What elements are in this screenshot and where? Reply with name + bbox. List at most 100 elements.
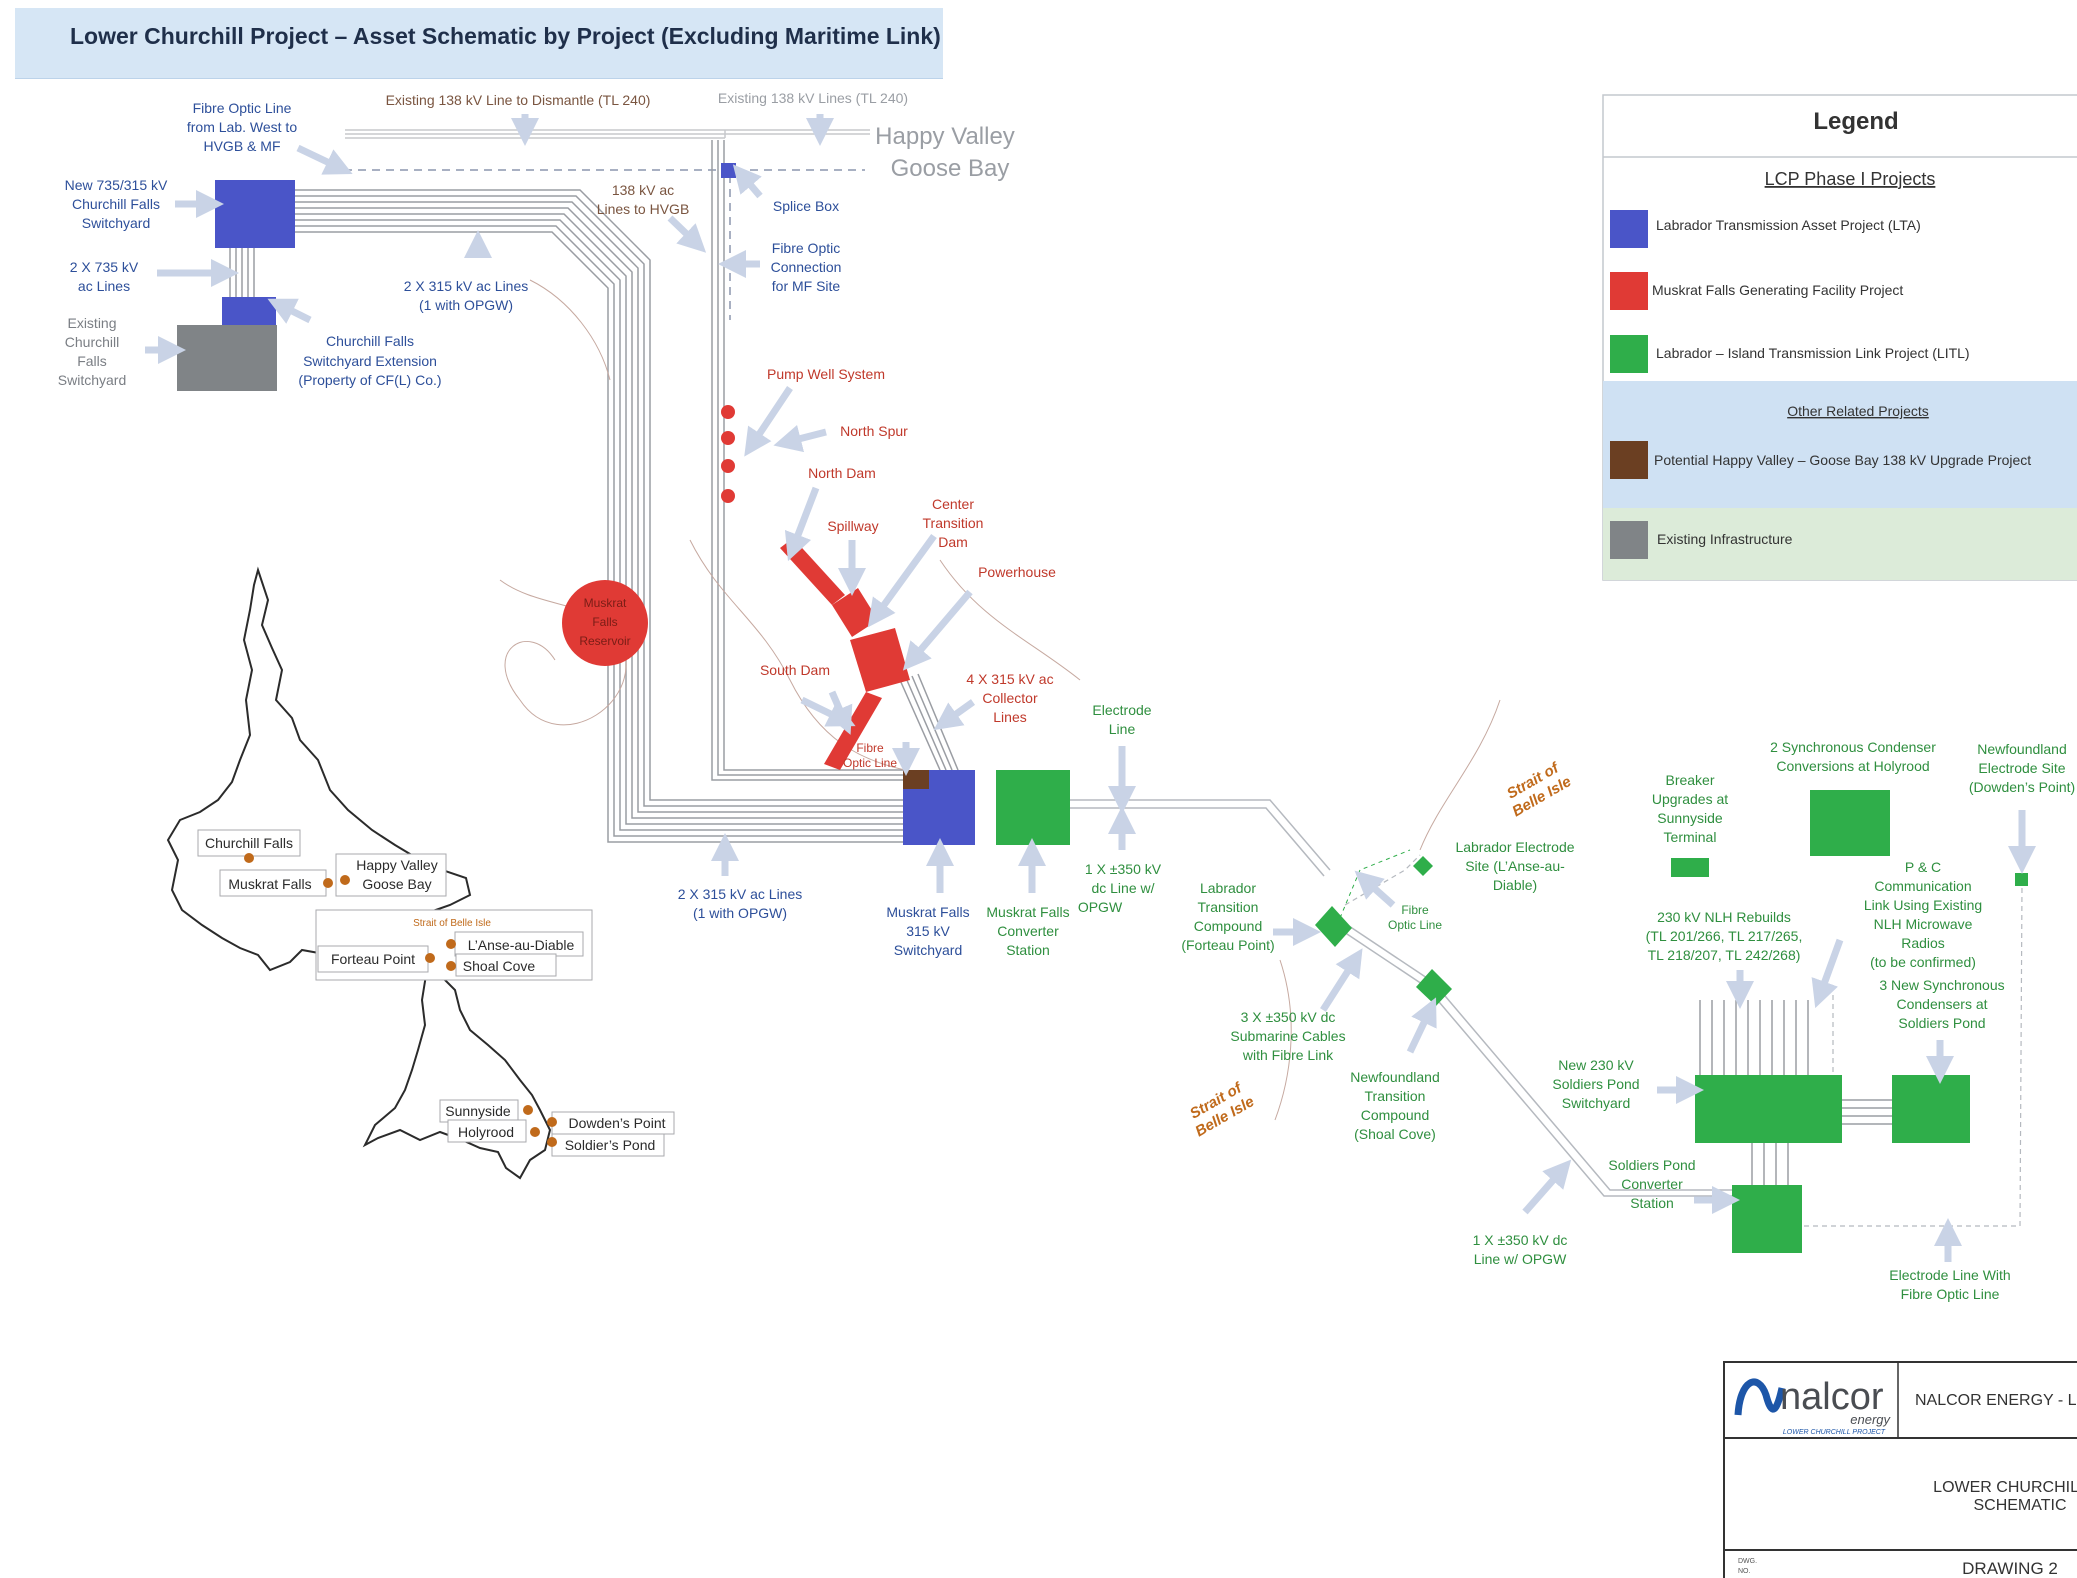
newfoundland-transition-compound <box>1416 969 1452 1006</box>
spillway-label: Spillway <box>827 518 878 534</box>
legend-other-header: Other Related Projects <box>1787 403 1929 419</box>
electrode-fibre-label-1: Electrode Line With <box>1889 1267 2010 1283</box>
sp-converter-label-1: Soldiers Pond <box>1608 1157 1695 1173</box>
existing-cf-label-4: Switchyard <box>58 372 126 388</box>
nl-electrode-label-1: Newfoundland <box>1977 741 2067 757</box>
cf-extension-label-2: Switchyard Extension <box>303 353 437 369</box>
pc-link-label-3: Link Using Existing <box>1864 897 1982 913</box>
ac-315-bottom-label-2: (1 with OPGW) <box>693 905 787 921</box>
legend-swatch-hvgb <box>1610 441 1648 479</box>
dc-line-top-label-3: OPGW <box>1078 899 1123 915</box>
cf-extension-label-1: Churchill Falls <box>326 333 414 349</box>
mf-converter-label-2: Converter <box>997 923 1059 939</box>
fibre-optic-lab-label-2: from Lab. West to <box>187 119 297 135</box>
ac-735-label-2: ac Lines <box>78 278 130 294</box>
sp-switchyard-label-1: New 230 kV <box>1558 1057 1634 1073</box>
titleblock-dwg-label-2: NO. <box>1738 1568 1751 1575</box>
lab-electrode-label-3: Diable) <box>1493 877 1537 893</box>
holyrood-label-2: Conversions at Holyrood <box>1776 758 1929 774</box>
hvgb-upgrade-connection <box>903 770 929 789</box>
ac-138-hvgb-label-2: Lines to HVGB <box>597 201 690 217</box>
breaker-label-1: Breaker <box>1665 772 1714 788</box>
map-churchill-falls: Churchill Falls <box>205 835 293 851</box>
soldiers-pond-converter-station <box>1732 1185 1802 1253</box>
titleblock-dwg-label-1: DWG. <box>1738 1558 1757 1565</box>
fibre-optic-mf-label-2: Connection <box>771 259 842 275</box>
nl-transition-label-3: Compound <box>1361 1107 1430 1123</box>
lab-transition-label-4: (Forteau Point) <box>1181 937 1274 953</box>
happy-valley-label: Happy Valley <box>875 123 1015 150</box>
legend-item-existing: Existing Infrastructure <box>1657 531 1793 547</box>
nl-transition-label-4: (Shoal Cove) <box>1354 1126 1436 1142</box>
muskrat-falls-reservoir <box>562 580 648 666</box>
nlh-rebuilds-label-3: TL 218/207, TL 242/268) <box>1648 947 1801 963</box>
sbi-dashed-links <box>1339 849 1411 919</box>
nalcor-logo-mark <box>1734 1378 1786 1416</box>
sp-converter-label-3: Station <box>1630 1195 1674 1211</box>
legend-item-hvgb: Potential Happy Valley – Goose Bay 138 k… <box>1654 452 2031 468</box>
nl-transition-label-2: Transition <box>1365 1088 1426 1104</box>
south-dam-label: South Dam <box>760 662 830 678</box>
ac-735-label-1: 2 X 735 kV <box>70 259 139 275</box>
title-block: nalcor energy LOWER CHURCHILL PROJECT NA… <box>1723 1361 2077 1578</box>
sp-converter-label-2: Converter <box>1621 1176 1683 1192</box>
legend-title: Legend <box>1813 108 1898 135</box>
map-shoal-cove: Shoal Cove <box>463 958 536 974</box>
legend-swatch-existing <box>1610 521 1648 559</box>
pc-link-label-2: Communication <box>1874 878 1971 894</box>
new-switchyard-label-2: Churchill Falls <box>72 196 160 212</box>
hvgb-138kv-lines <box>711 140 905 781</box>
pump-well-label: Pump Well System <box>767 366 885 382</box>
breaker-label-2: Upgrades at <box>1652 791 1728 807</box>
titleblock-project-2: SCHEMATIC <box>1973 1497 2066 1514</box>
pc-link-label-1: P & C <box>1905 859 1941 875</box>
map-soldiers-pond: Soldier’s Pond <box>565 1137 656 1153</box>
dc-line-bottom-label-1: 1 X ±350 kV dc <box>1473 1232 1568 1248</box>
map-happy-valley-2: Goose Bay <box>362 876 431 892</box>
muskrat-falls-generating-facility <box>780 538 910 770</box>
center-dam-label-3: Dam <box>938 534 968 550</box>
labrador-electrode-site <box>1413 856 1433 876</box>
nlh-rebuilds-label-1: 230 kV NLH Rebuilds <box>1657 909 1791 925</box>
ac-315-top-label-1: 2 X 315 kV ac Lines <box>404 278 529 294</box>
map-strait: Strait of Belle Isle <box>413 918 491 929</box>
new-churchill-falls-switchyard <box>215 180 295 248</box>
nlh-rebuilds-label-2: (TL 201/266, TL 217/265, <box>1646 928 1803 944</box>
map-forteau-point: Forteau Point <box>331 951 415 967</box>
sp-switchyard-label-2: Soldiers Pond <box>1552 1076 1639 1092</box>
holyrood-synchronous-condensers <box>1810 790 1890 856</box>
fibre-sbi-label-1: Fibre <box>1401 903 1429 917</box>
terrain-contours <box>499 279 1501 1121</box>
lab-transition-label-3: Compound <box>1194 918 1263 934</box>
lab-electrode-label-1: Labrador Electrode <box>1455 839 1574 855</box>
ac-315-bottom-label-1: 2 X 315 kV ac Lines <box>678 886 803 902</box>
reservoir-label-2: Falls <box>592 615 617 629</box>
collector-lines-label-2: Collector <box>982 690 1038 706</box>
splice-box <box>721 163 736 178</box>
nl-electrode-label-3: (Dowden’s Point) <box>1969 779 2075 795</box>
fibre-optic-mf-label-1: Fibre Optic <box>772 240 840 256</box>
map-lanse-au-diable: L’Anse-au-Diable <box>468 937 575 953</box>
titleblock-project-1: LOWER CHURCHILL PI <box>1933 1479 2077 1496</box>
soldiers-pond-lines <box>1699 1000 1892 1185</box>
lab-electrode-label-2: Site (L’Anse-au- <box>1465 858 1565 874</box>
center-dam-label-2: Transition <box>923 515 984 531</box>
sp-condensers-label-3: Soldiers Pond <box>1898 1015 1985 1031</box>
electrode-line-label-2: Line <box>1109 721 1136 737</box>
mf-switchyard-label-3: Switchyard <box>894 942 962 958</box>
breaker-label-4: Terminal <box>1664 829 1717 845</box>
newfoundland-outline <box>362 921 552 1180</box>
map-location-dots <box>244 853 557 1147</box>
ac-138-hvgb-label-1: 138 kV ac <box>612 182 674 198</box>
north-spur-label: North Spur <box>840 423 908 439</box>
mf-switchyard-label-1: Muskrat Falls <box>886 904 969 920</box>
pc-link-label-6: (to be confirmed) <box>1870 954 1976 970</box>
electrode-line <box>1344 854 2023 1227</box>
legend-item-litl: Labrador – Island Transmission Link Proj… <box>1656 345 1970 361</box>
mf-converter-label-1: Muskrat Falls <box>986 904 1069 920</box>
existing-138kv-lines <box>345 129 870 139</box>
collector-lines-label-1: 4 X 315 kV ac <box>966 671 1053 687</box>
fibre-optic-mf-label-3: for MF Site <box>772 278 841 294</box>
fibre-optic-dashed-line <box>330 169 865 320</box>
